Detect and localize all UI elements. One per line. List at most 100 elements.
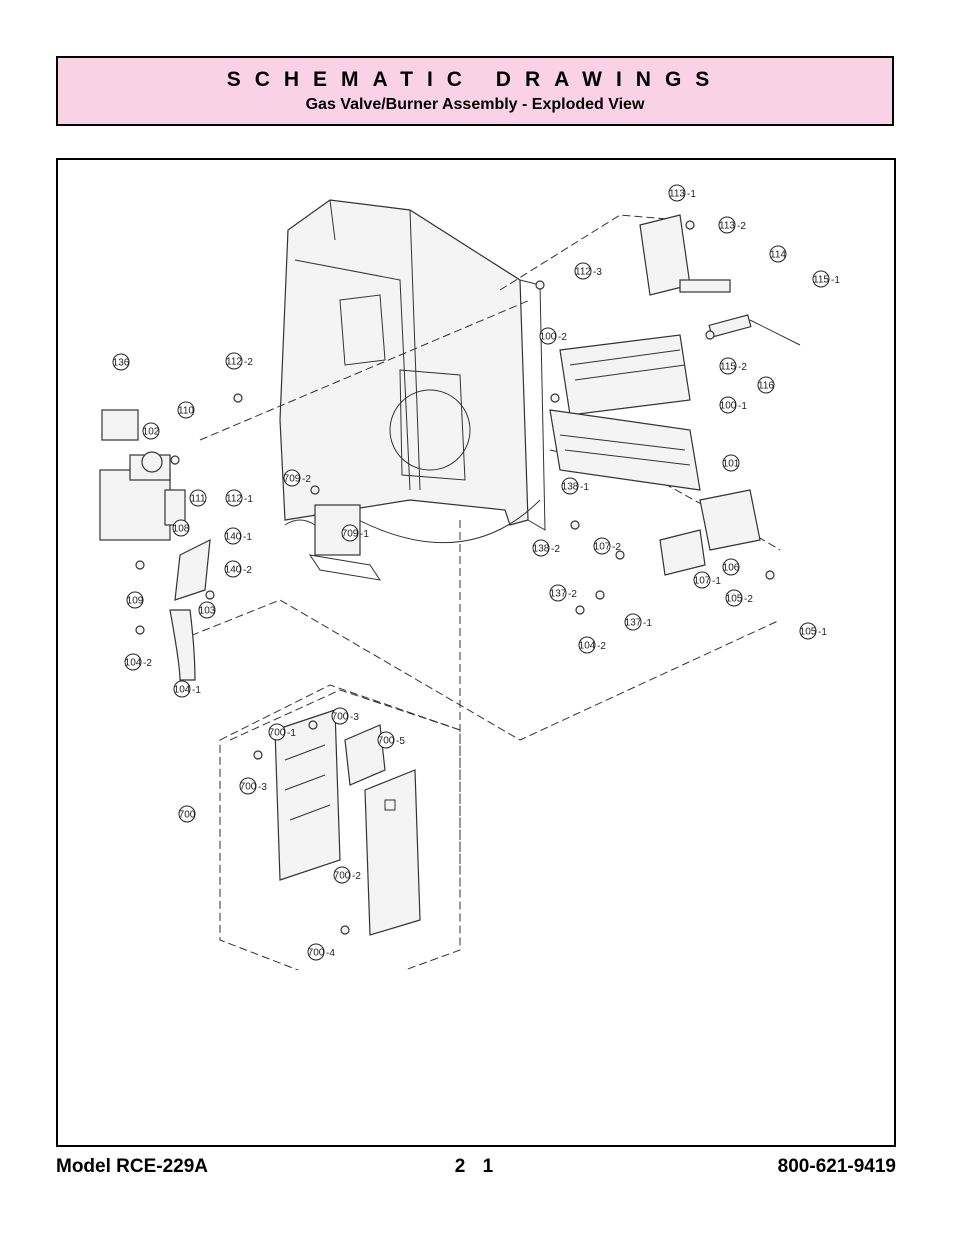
callout-suffix: -2 [244, 357, 253, 368]
callout-bubble [719, 357, 737, 375]
callout-suffix: -1 [738, 401, 747, 412]
callout-bubble [224, 527, 242, 545]
callout-bubble [307, 943, 325, 961]
callout-suffix: -2 [558, 332, 567, 343]
callout-709-2: 709-2 [283, 469, 311, 487]
callout-number: 137 [625, 618, 642, 629]
callout-114: 114 [769, 245, 787, 263]
callout-bubble [561, 477, 579, 495]
callout-bubble [718, 216, 736, 234]
callout-suffix: -4 [326, 948, 335, 959]
callout-111: 111 [189, 489, 207, 507]
callout-number: 115 [813, 275, 829, 286]
callout-suffix: -1 [360, 529, 369, 540]
callout-137-1: 137-1 [624, 613, 652, 631]
callout-number: 116 [758, 381, 774, 392]
callout-bubble [722, 454, 740, 472]
callout-105-1: 105-1 [799, 622, 827, 640]
callout-bubble [224, 560, 242, 578]
callout-number: 137 [550, 589, 567, 600]
callout-bubble [769, 245, 787, 263]
callout-700-5: 700-5 [377, 731, 405, 749]
callout-104-2: 104-2 [124, 653, 152, 671]
callout-suffix: -2 [612, 542, 621, 553]
callout-suffix: -1 [818, 627, 827, 638]
callout-number: 700 [378, 736, 395, 747]
callout-number: 100 [540, 332, 557, 343]
callout-number: 113 [669, 189, 685, 200]
callout-bubble [377, 731, 395, 749]
callout-bubble [239, 777, 257, 795]
callout-bubble [178, 805, 196, 823]
callout-suffix: -1 [831, 275, 840, 286]
callout-112-2: 112-2 [225, 352, 253, 370]
callout-bubble [225, 352, 243, 370]
callout-number: 107 [594, 542, 611, 553]
callout-number: 140 [225, 532, 242, 543]
callout-116: 116 [757, 376, 775, 394]
callout-bubble [283, 469, 301, 487]
callout-709-1: 709-1 [341, 524, 369, 542]
callout-700-3: 700-3 [331, 707, 359, 725]
callout-bubble [268, 723, 286, 741]
callout-bubble [331, 707, 349, 725]
callout-number: 101 [723, 459, 740, 470]
callout-100-2: 100-2 [539, 327, 567, 345]
callout-bubble [693, 571, 711, 589]
callout-suffix: -2 [737, 221, 746, 232]
screw-group [135, 220, 775, 935]
page-number: 2 1 [454, 1156, 500, 1177]
callout-number: 138 [562, 482, 579, 493]
callout-bubble [124, 653, 142, 671]
phone-number: 800-621-9419 [777, 1156, 896, 1177]
callout-suffix: -1 [287, 728, 296, 739]
callout-number: 115 [720, 362, 736, 373]
callout-bubble [757, 376, 775, 394]
callout-suffix: -1 [243, 532, 252, 543]
callout-bubble [142, 422, 160, 440]
callout-bubble [333, 866, 351, 884]
callout-105-2: 105-2 [725, 589, 753, 607]
callout-number: 113 [719, 221, 735, 232]
callout-700-3: 700-3 [239, 777, 267, 795]
callout-bubble [198, 601, 216, 619]
header-banner: SCHEMATIC DRAWINGS Gas Valve/Burner Asse… [56, 56, 894, 126]
callout-101: 101 [722, 454, 740, 472]
electrode-plate [639, 214, 801, 346]
callout-number: 112 [226, 494, 242, 505]
callout-suffix: -1 [244, 494, 253, 505]
callout-number: 106 [723, 563, 740, 574]
callout-113-2: 113-2 [718, 216, 746, 234]
callout-number: 138 [533, 544, 550, 555]
callout-number: 700 [332, 712, 349, 723]
callout-104-2: 104-2 [578, 636, 606, 654]
callout-115-2: 115-2 [719, 357, 747, 375]
callout-suffix: -1 [687, 189, 696, 200]
callout-number: 108 [173, 524, 190, 535]
callout-bubble [593, 537, 611, 555]
callout-number: 104 [125, 658, 142, 669]
callout-110: 110 [177, 401, 195, 419]
callout-106: 106 [722, 558, 740, 576]
callout-107-2: 107-2 [593, 537, 621, 555]
callout-bubble [574, 262, 592, 280]
callout-number: 105 [726, 594, 743, 605]
gas-valve [99, 409, 186, 541]
callout-700: 700 [178, 805, 196, 823]
callout-suffix: -1 [192, 685, 201, 696]
callout-bubble [539, 327, 557, 345]
callout-115-1: 115-1 [812, 270, 840, 288]
callout-number: 112 [575, 267, 591, 278]
callout-number: 111 [190, 494, 206, 505]
cabinet-outline [279, 199, 546, 544]
callout-suffix: -1 [712, 576, 721, 587]
model-number: Model RCE-229A [56, 1156, 209, 1177]
callout-137-2: 137-2 [549, 584, 577, 602]
callout-number: 105 [800, 627, 817, 638]
callout-suffix: -1 [643, 618, 652, 629]
callout-112-1: 112-1 [225, 489, 253, 507]
callout-number: 107 [694, 576, 711, 587]
callout-suffix: -2 [302, 474, 311, 485]
callout-bubble [578, 636, 596, 654]
